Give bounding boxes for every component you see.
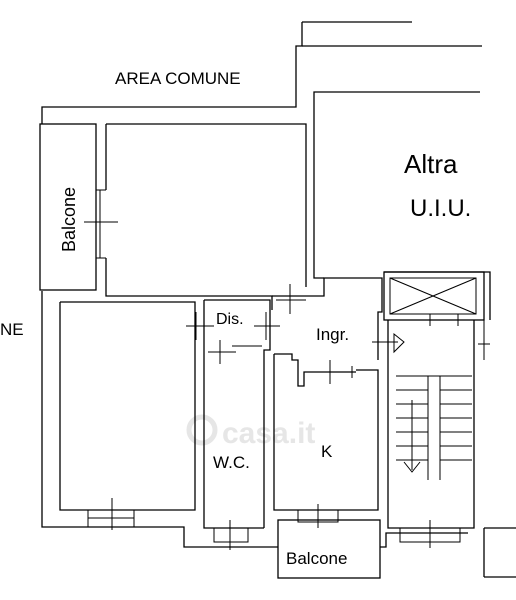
lift-shaft [383, 271, 485, 326]
label-altra: Altra [404, 149, 458, 179]
label-balcone-left: Balcone [59, 187, 79, 252]
balcone-left [39, 123, 118, 291]
room-wc [186, 299, 280, 550]
label-kitchen: K [321, 442, 333, 461]
label-area-comune-cut: NE [0, 320, 24, 339]
room-labels: AREA COMUNE NE Altra U.I.U. Balcone Balc… [0, 69, 471, 568]
watermark: casa.it [186, 414, 315, 450]
room-lower-left [59, 301, 196, 530]
room-upper-left [105, 123, 307, 310]
room-ingresso [272, 277, 405, 387]
exterior-walls [41, 21, 516, 578]
watermark-text: casa.it [222, 417, 315, 450]
stair-core [387, 320, 490, 548]
room-kitchen [273, 354, 379, 528]
balcone-bottom [277, 519, 381, 579]
label-balcone-bottom: Balcone [286, 549, 347, 568]
label-uiu: U.I.U. [410, 195, 471, 222]
label-dis: Dis. [216, 311, 244, 328]
altra-uiu-boundary [313, 91, 491, 320]
watermark-logo-icon [186, 414, 218, 446]
label-ingresso: Ingr. [316, 325, 349, 344]
label-area-comune: AREA COMUNE [115, 69, 241, 88]
label-wc: W.C. [213, 453, 250, 472]
